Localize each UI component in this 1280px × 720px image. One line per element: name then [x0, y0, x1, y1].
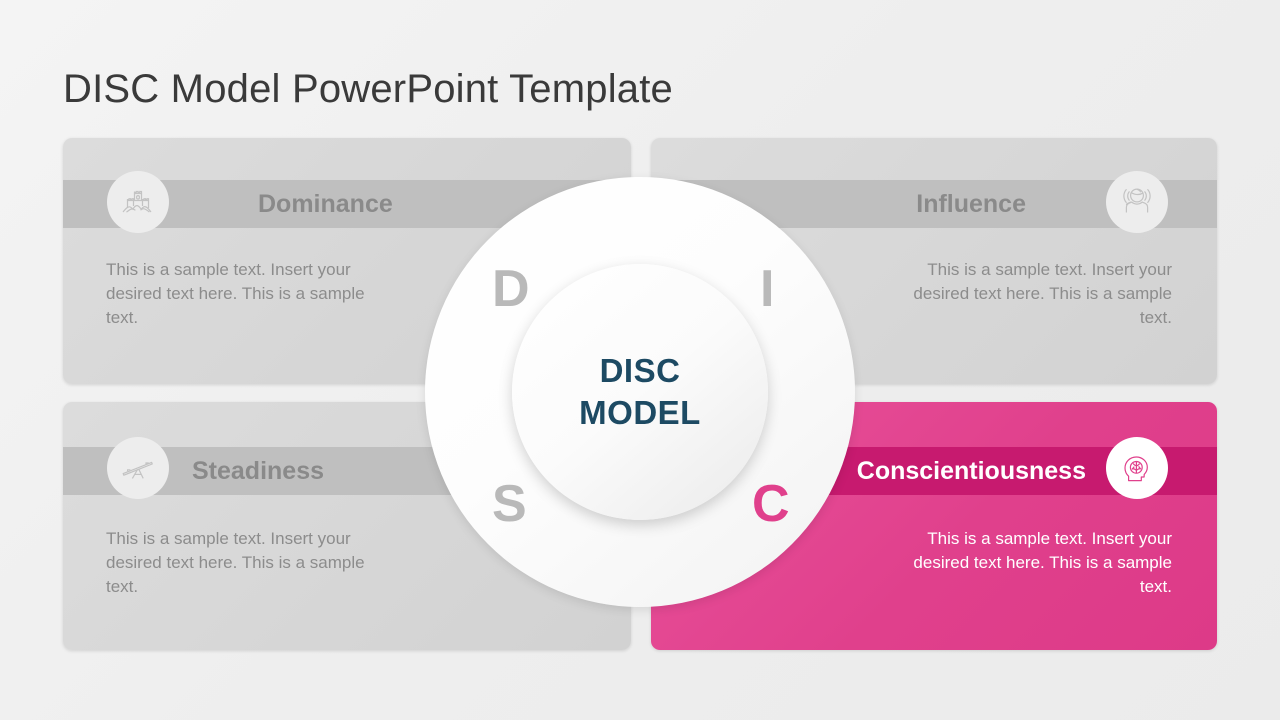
icon-badge-dominance: [107, 171, 169, 233]
seesaw-balance-icon: [122, 461, 153, 479]
quadrant-letter-d: D: [492, 260, 530, 318]
quadrant-heading-dominance: Dominance: [258, 190, 393, 218]
castle-icon: [122, 190, 152, 213]
head-brain-icon: [1124, 456, 1148, 482]
icon-badge-steadiness: [107, 437, 169, 499]
quadrant-heading-influence: Influence: [916, 190, 1026, 218]
quadrant-letter-i: I: [760, 260, 775, 318]
disc-center-circle[interactable]: DISC MODEL: [512, 264, 768, 520]
quadrant-heading-conscientiousness: Conscientiousness: [856, 457, 1086, 485]
quadrant-body-influence: This is a sample text. Insert your desir…: [913, 260, 1172, 327]
quadrant-heading-steadiness: Steadiness: [192, 457, 325, 485]
icon-badge-influence: [1106, 171, 1168, 233]
quadrant-letter-c: C: [752, 475, 790, 533]
quadrant-letter-s: S: [492, 475, 527, 533]
page-title: DISC Model PowerPoint Template: [63, 66, 673, 111]
quadrant-body-conscientiousness: This is a sample text. Insert your desir…: [913, 529, 1172, 596]
quadrant-body-steadiness: This is a sample text. Insert your desir…: [106, 529, 365, 596]
center-label-line1: DISC: [599, 352, 681, 389]
center-label-line2: MODEL: [579, 394, 701, 431]
quadrant-body-dominance: This is a sample text. Insert your desir…: [106, 260, 365, 327]
icon-badge-conscientiousness: [1106, 437, 1168, 499]
person-speaking-icon: [1123, 188, 1151, 213]
